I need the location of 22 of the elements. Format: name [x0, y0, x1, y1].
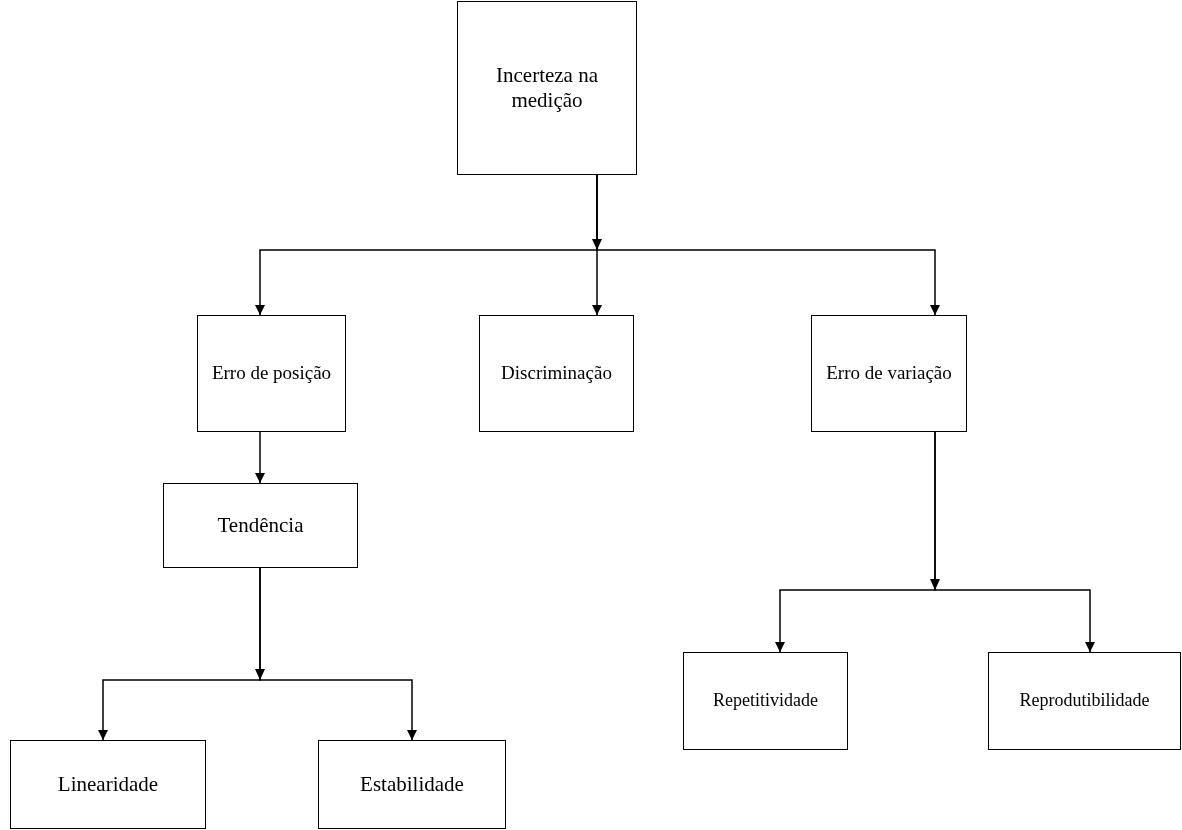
box-label: Estabilidade	[360, 771, 464, 798]
category-box	[811, 315, 967, 432]
connector-arrow	[596, 174, 940, 316]
box-label: Discriminação	[501, 362, 612, 385]
box-label: Linearidade	[57, 771, 159, 798]
category-box	[318, 740, 506, 829]
box-label: Reprodutibilidade	[1019, 690, 1150, 712]
category-box	[197, 315, 346, 432]
box-label: Repetitividade	[713, 690, 818, 712]
connector-arrow	[934, 431, 1095, 653]
category-box	[988, 652, 1181, 750]
box-label: Erro de posição	[211, 362, 332, 385]
category-box	[479, 315, 634, 432]
category-box	[457, 1, 637, 175]
box-label: Incerteza na medição	[495, 62, 599, 114]
category-box	[10, 740, 206, 829]
category-box	[683, 652, 848, 750]
category-box	[163, 483, 358, 568]
connector-arrow	[259, 567, 417, 741]
box-label: Erro de variação	[826, 362, 952, 385]
box-label: Tendência	[217, 512, 304, 539]
connector-arrow	[255, 431, 265, 484]
